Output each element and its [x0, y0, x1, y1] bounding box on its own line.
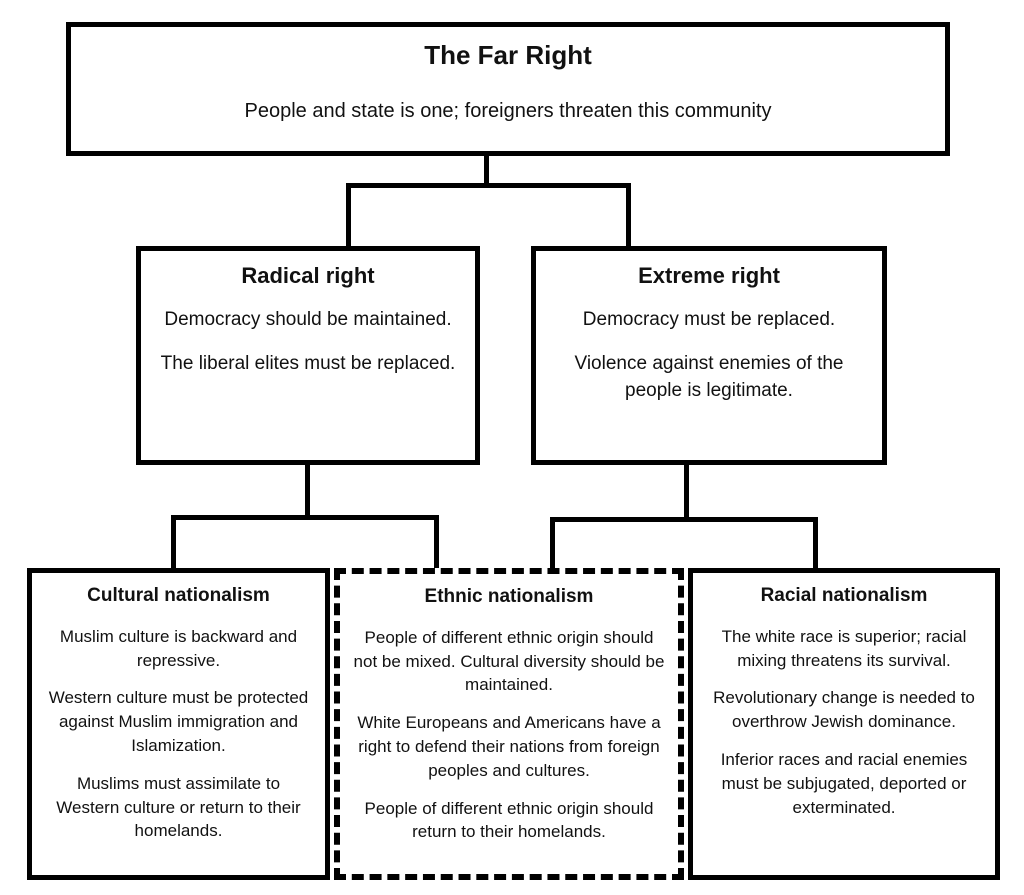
connector-to-radical-right	[346, 183, 351, 248]
node-racial-nationalism-paragraph-3: Inferior races and racial enemies must b…	[720, 750, 968, 817]
node-ethnic-nationalism-paragraph-1: People of different ethnic origin should…	[353, 627, 665, 695]
node-cultural-nationalism-paragraph-3: Muslims must assimilate to Western cultu…	[56, 773, 301, 841]
node-extreme-right-paragraph-1: Democracy must be replaced.	[582, 309, 836, 331]
node-racial-nationalism: Racial nationalism The white race is sup…	[688, 568, 1000, 880]
node-cultural-nationalism-title: Cultural nationalism	[87, 585, 270, 606]
node-cultural-nationalism: Cultural nationalism Muslim culture is b…	[27, 568, 330, 880]
node-extreme-right-paragraph-2: Violence against enemies of the people i…	[574, 352, 844, 402]
node-ethnic-nationalism-paragraph-2: White Europeans and Americans have a rig…	[357, 713, 661, 780]
node-racial-nationalism-title: Racial nationalism	[760, 585, 928, 606]
connector-extreme-bus	[550, 517, 818, 522]
node-far-right-body: People and state is one; foreigners thre…	[244, 99, 772, 122]
connector-extreme-to-racial	[813, 517, 818, 571]
node-ethnic-nationalism: Ethnic nationalism People of different e…	[334, 568, 684, 880]
node-extreme-right: Extreme right Democracy must be replaced…	[531, 246, 887, 465]
connector-level2-bus	[346, 183, 631, 188]
connector-radical-to-cultural	[171, 515, 176, 571]
connector-root-stem	[484, 155, 489, 187]
node-radical-right-paragraph-1: Democracy should be maintained.	[164, 309, 452, 331]
connector-radical-to-ethnic	[434, 515, 439, 571]
connector-radical-bus	[171, 515, 439, 520]
node-racial-nationalism-paragraph-2: Revolutionary change is needed to overth…	[713, 688, 975, 732]
node-radical-right-paragraph-2: The liberal elites must be replaced.	[160, 352, 456, 374]
node-racial-nationalism-paragraph-1: The white race is superior; racial mixin…	[721, 626, 967, 670]
node-radical-right-title: Radical right	[241, 263, 375, 288]
connector-extreme-stem	[684, 463, 689, 521]
node-ethnic-nationalism-paragraph-3: People of different ethnic origin should…	[364, 798, 654, 842]
node-ethnic-nationalism-title: Ethnic nationalism	[424, 586, 594, 607]
connector-radical-stem	[305, 463, 310, 519]
node-far-right: The Far Right People and state is one; f…	[66, 22, 950, 156]
connector-extreme-to-ethnic	[550, 517, 555, 571]
node-extreme-right-title: Extreme right	[638, 263, 780, 288]
node-cultural-nationalism-paragraph-1: Muslim culture is backward and repressiv…	[59, 626, 298, 670]
node-radical-right: Radical right Democracy should be mainta…	[136, 246, 480, 465]
connector-to-extreme-right	[626, 183, 631, 248]
node-cultural-nationalism-paragraph-2: Western culture must be protected agains…	[48, 688, 309, 756]
node-far-right-title: The Far Right	[424, 40, 592, 70]
